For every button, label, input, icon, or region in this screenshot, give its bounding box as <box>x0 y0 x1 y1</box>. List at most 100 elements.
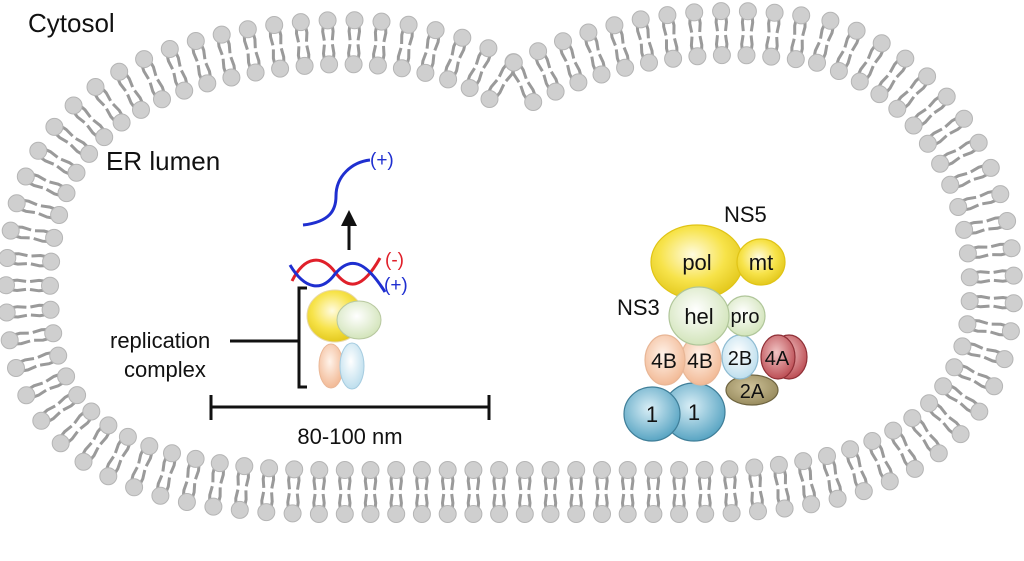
lipid-head <box>45 117 64 136</box>
lipid-head <box>847 21 866 40</box>
lipid-head <box>64 96 83 115</box>
lipid-head <box>941 175 960 194</box>
lipid-head <box>970 402 989 421</box>
lipid-head <box>872 34 891 53</box>
lipid-head <box>265 16 284 34</box>
pro-label: pro <box>731 306 760 328</box>
complex-4b-blob <box>318 343 344 389</box>
lipid-head <box>335 505 354 523</box>
lipid-head <box>399 15 418 34</box>
scale-label: 80-100 nm <box>297 424 402 449</box>
ns4b-protein-a <box>644 334 686 386</box>
lipid-head <box>546 82 565 101</box>
lipid-head <box>554 32 572 51</box>
lipid-head <box>945 358 964 377</box>
ns4a-label: 4A <box>765 348 790 370</box>
lipid-head <box>82 402 101 421</box>
lipid-head <box>863 432 882 450</box>
lipid-head <box>32 411 51 430</box>
lipid-head <box>0 276 15 295</box>
lipid-head <box>1004 294 1023 313</box>
lipid-head <box>567 505 586 523</box>
lipid-head <box>68 386 87 405</box>
lipid-head <box>960 268 979 287</box>
lipid-head <box>529 42 548 61</box>
lipid-head <box>618 461 637 479</box>
lipid-head <box>644 461 663 479</box>
lipid-head <box>0 249 17 267</box>
complex-2b-blob <box>339 342 365 390</box>
lipid-head <box>295 56 314 75</box>
ns1-label-b: 1 <box>688 400 700 425</box>
lipid-head <box>460 79 479 97</box>
lipid-head <box>335 461 354 479</box>
lipid-head <box>884 421 903 440</box>
lipid-head <box>541 505 560 523</box>
lipid-head <box>981 158 1000 177</box>
lipid-head <box>896 49 915 68</box>
replication-complex-label-line2: complex <box>124 357 206 382</box>
lipid-head <box>949 198 968 216</box>
lipid-head <box>920 394 939 413</box>
lipid-head <box>850 72 869 91</box>
lipid-head <box>0 331 19 350</box>
lipid-head <box>479 39 498 58</box>
lipid-head <box>204 497 223 516</box>
cytosol-label: Cytosol <box>28 8 115 38</box>
lipid-head <box>955 109 973 128</box>
lipid-head <box>480 90 499 108</box>
lipid-head <box>140 437 159 456</box>
ns4a-protein <box>760 334 796 380</box>
lipid-head <box>631 10 650 29</box>
replication-complex-label-line1: replication <box>110 328 210 353</box>
lipid-head <box>464 505 483 523</box>
lipid-head <box>1 221 20 240</box>
lipid-head <box>344 55 363 74</box>
lipid-head <box>515 505 534 523</box>
lipid-head <box>958 244 977 263</box>
lipid-head <box>640 53 658 72</box>
lipid-head <box>579 23 598 42</box>
lipid-head <box>955 220 974 239</box>
lipid-head <box>490 461 509 479</box>
lipid-head <box>685 3 704 22</box>
lipid-head <box>765 3 784 22</box>
lipid-head <box>688 47 707 66</box>
lipid-head <box>616 58 635 77</box>
lipid-head <box>412 505 431 523</box>
lipid-head <box>818 447 836 465</box>
lipid-head <box>230 500 249 519</box>
lipid-head <box>368 56 387 75</box>
minus-strand-label: (-) <box>385 250 404 271</box>
lipid-head <box>320 55 339 74</box>
lipid-head <box>593 505 611 523</box>
lipid-head <box>80 144 99 163</box>
lipid-head <box>644 505 663 523</box>
lipid-head <box>29 141 48 160</box>
lipid-head <box>99 467 118 486</box>
ns1-label-a: 1 <box>646 402 658 427</box>
ns3-hel-domain <box>668 286 730 346</box>
ns2a-protein <box>725 374 779 406</box>
lipid-head <box>309 505 328 523</box>
lipid-head <box>222 68 241 87</box>
lipid-head <box>412 461 431 479</box>
complex-bracket <box>297 286 307 389</box>
lipid-head <box>198 74 217 93</box>
lipid-head <box>670 505 689 523</box>
lipid-head <box>110 62 129 81</box>
complex-hel-blob <box>336 300 382 340</box>
plus-strand-label: (+) <box>384 275 408 296</box>
lipid-head <box>524 93 543 111</box>
lipid-head <box>951 425 970 444</box>
lipid-head <box>153 90 171 109</box>
lipid-head <box>186 449 205 468</box>
lipid-head <box>361 505 380 523</box>
lipid-head <box>958 315 977 334</box>
lipid-head <box>67 163 86 182</box>
lipid-head <box>7 194 26 213</box>
lipid-head <box>998 212 1017 230</box>
lipid-head <box>918 134 937 153</box>
lipid-head <box>1002 239 1021 258</box>
lipid-head <box>775 499 794 518</box>
